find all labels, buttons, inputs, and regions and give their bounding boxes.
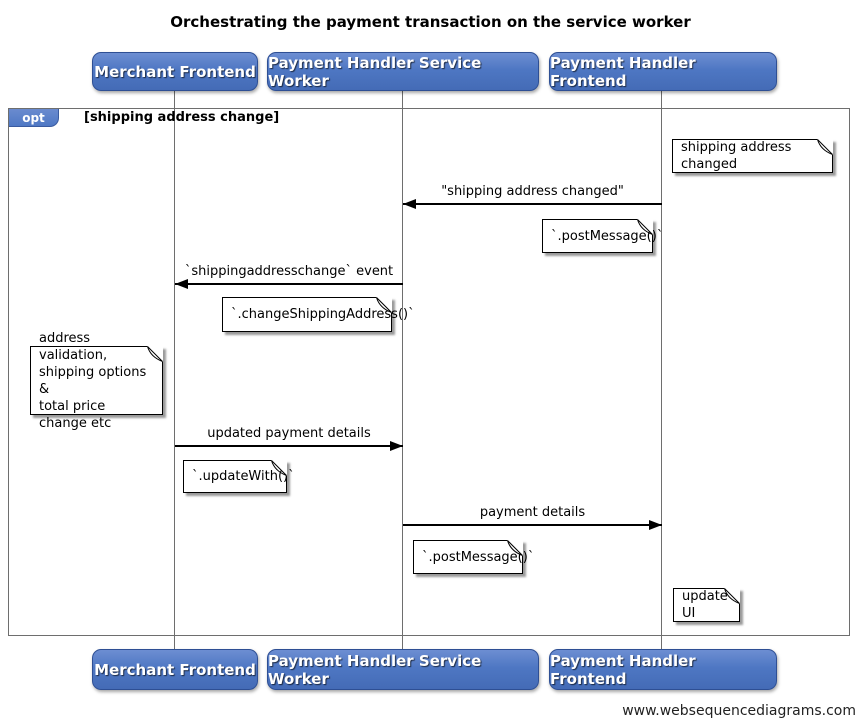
message-label: payment details: [479, 505, 586, 520]
note-fold-icon: [724, 588, 740, 604]
opt-frame-operator: opt: [9, 109, 59, 127]
note-fold-icon: [637, 219, 653, 235]
note-update-with: `.updateWith()`: [183, 460, 295, 493]
note-address-validation: address validation, shipping options & t…: [30, 331, 163, 431]
message-label: updated payment details: [207, 426, 371, 441]
message-line: [403, 524, 662, 526]
note-text: shipping address changed: [681, 140, 792, 172]
message-shipping-address-changed: "shipping address changed": [403, 184, 662, 210]
message-shippingaddresschange-event: `shippingaddresschange` event: [175, 264, 403, 290]
lifeline-merchant-frontend: [174, 91, 175, 649]
note-text: `.postMessage()`: [551, 228, 664, 244]
note-fold-icon: [147, 346, 163, 362]
message-label: `shippingaddresschange` event: [184, 264, 394, 279]
lifeline-payment-handler-frontend: [661, 91, 662, 649]
note-fold-icon: [507, 540, 523, 556]
note-text: `.changeShippingAddress()`: [231, 307, 415, 322]
message-updated-payment-details: updated payment details: [175, 426, 403, 452]
note-post-message-2: `.postMessage()`: [413, 540, 534, 574]
message-line: [175, 445, 403, 447]
watermark: www.websequencediagrams.com: [622, 703, 856, 719]
note-text: update UI: [682, 589, 728, 621]
message-payment-details: payment details: [403, 505, 662, 531]
diagram-title: Orchestrating the payment transaction on…: [170, 13, 691, 31]
arrowhead-left-icon: [403, 199, 416, 209]
note-fold-icon: [271, 460, 287, 476]
opt-frame-condition: [shipping address change]: [84, 110, 280, 125]
actor-payment-handler-frontend-top: Payment Handler Frontend: [549, 52, 777, 91]
actor-payment-handler-service-worker-bottom: Payment Handler Service Worker: [267, 649, 539, 690]
note-update-ui: update UI: [673, 588, 740, 622]
message-label: "shipping address changed": [441, 184, 624, 199]
message-line: [175, 283, 403, 285]
opt-frame: opt [shipping address change]: [8, 108, 850, 636]
note-text: address validation, shipping options & t…: [39, 330, 147, 431]
arrowhead-right-icon: [390, 441, 403, 451]
actor-merchant-frontend-bottom: Merchant Frontend: [92, 649, 258, 690]
arrowhead-left-icon: [175, 279, 188, 289]
message-line: [403, 203, 662, 205]
note-fold-icon: [817, 139, 833, 155]
note-fold-icon: [376, 297, 392, 313]
note-shipping-address-changed: shipping address changed: [672, 139, 833, 173]
actor-payment-handler-service-worker-top: Payment Handler Service Worker: [267, 52, 539, 91]
note-text: `.postMessage()`: [422, 549, 535, 565]
note-change-shipping-address: `.changeShippingAddress()`: [222, 297, 415, 332]
arrowhead-right-icon: [649, 520, 662, 530]
lifeline-payment-handler-service-worker: [402, 91, 403, 649]
actor-merchant-frontend-top: Merchant Frontend: [92, 52, 258, 91]
actor-payment-handler-frontend-bottom: Payment Handler Frontend: [549, 649, 777, 690]
note-text: `.updateWith()`: [192, 469, 295, 484]
note-post-message-1: `.postMessage()`: [542, 219, 663, 253]
